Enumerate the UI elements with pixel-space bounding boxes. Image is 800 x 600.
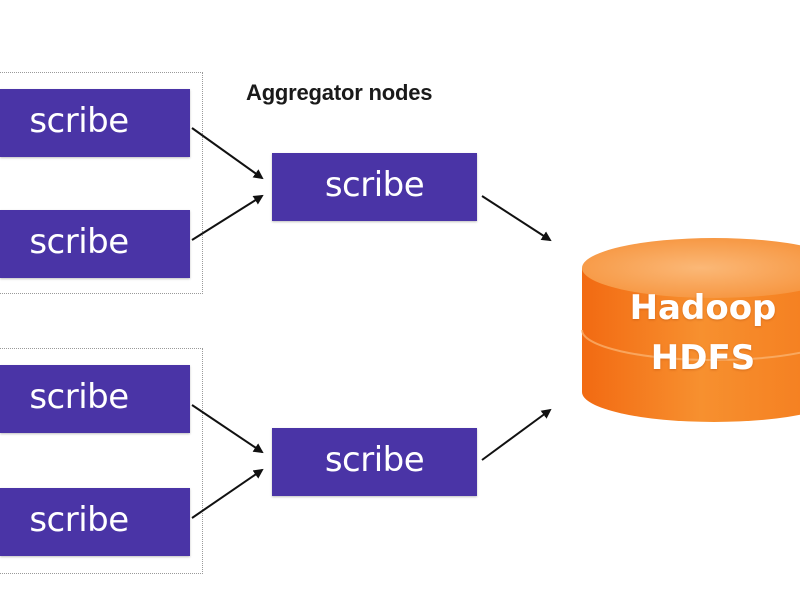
source-scribe-node-2: scribe (0, 210, 190, 278)
diagram-title: Aggregator nodes (246, 80, 433, 105)
node-label: scribe (29, 101, 129, 141)
aggregator-scribe-node-2: scribe (272, 428, 477, 496)
arrow-agg1-to-hdfs (481, 195, 552, 242)
node-label: scribe (29, 500, 129, 540)
source-scribe-node-3: scribe (0, 365, 190, 433)
node-label: scribe (29, 222, 129, 262)
node-label: scribe (29, 377, 129, 417)
source-group-frame-1 (0, 72, 203, 294)
arrow-agg2-to-hdfs (481, 408, 552, 461)
hdfs-label-line2: HDFS (650, 338, 756, 378)
hadoop-hdfs-label: Hadoop HDFS (606, 283, 800, 383)
node-label: scribe (324, 165, 425, 205)
source-scribe-node-1: scribe (0, 89, 190, 157)
source-scribe-node-4: scribe (0, 488, 190, 556)
source-group-frame-2 (0, 348, 203, 574)
hdfs-label-line1: Hadoop (629, 288, 777, 328)
aggregator-scribe-node-1: scribe (272, 153, 477, 221)
node-label: scribe (324, 440, 425, 480)
